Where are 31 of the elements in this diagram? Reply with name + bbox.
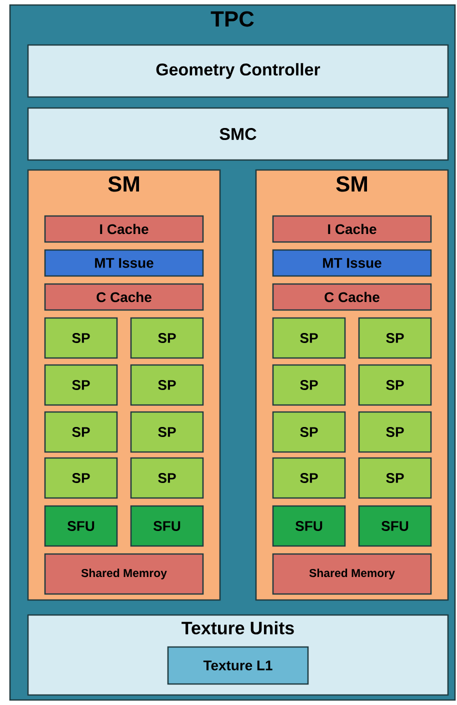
issue-unit-box: MT Issue xyxy=(272,249,432,277)
processor-core-box: SP xyxy=(272,411,346,453)
function-unit-box: SFU xyxy=(272,505,346,547)
cache-box: I Cache xyxy=(44,215,204,243)
processor-core-box: SP xyxy=(358,317,432,359)
processor-core-box: SP xyxy=(44,317,118,359)
processor-core-box: SP xyxy=(44,457,118,499)
shared-memory-box: Shared Memory xyxy=(272,553,432,595)
processor-core-box: SP xyxy=(130,364,204,406)
processor-core-box: SP xyxy=(44,364,118,406)
processor-core-box: SP xyxy=(272,457,346,499)
processor-core-box: SP xyxy=(130,457,204,499)
function-unit-box: SFU xyxy=(44,505,118,547)
processor-core-box: SP xyxy=(130,317,204,359)
function-unit-box: SFU xyxy=(130,505,204,547)
cache-box: I Cache xyxy=(272,215,432,243)
processor-core-box: SP xyxy=(44,411,118,453)
processor-core-box: SP xyxy=(358,411,432,453)
processor-core-box: SP xyxy=(358,364,432,406)
processor-core-box: SP xyxy=(130,411,204,453)
controller-box: SMC xyxy=(27,107,449,161)
issue-unit-box: MT Issue xyxy=(44,249,204,277)
cache-box: C Cache xyxy=(272,283,432,311)
processor-core-box: SP xyxy=(272,364,346,406)
texture-cache-box: Texture L1 xyxy=(167,646,309,685)
cache-box: C Cache xyxy=(44,283,204,311)
shared-memory-box: Shared Memroy xyxy=(44,553,204,595)
processor-core-box: SP xyxy=(358,457,432,499)
controller-box: Geometry Controller xyxy=(27,44,449,98)
processor-core-box: SP xyxy=(272,317,346,359)
function-unit-box: SFU xyxy=(358,505,432,547)
